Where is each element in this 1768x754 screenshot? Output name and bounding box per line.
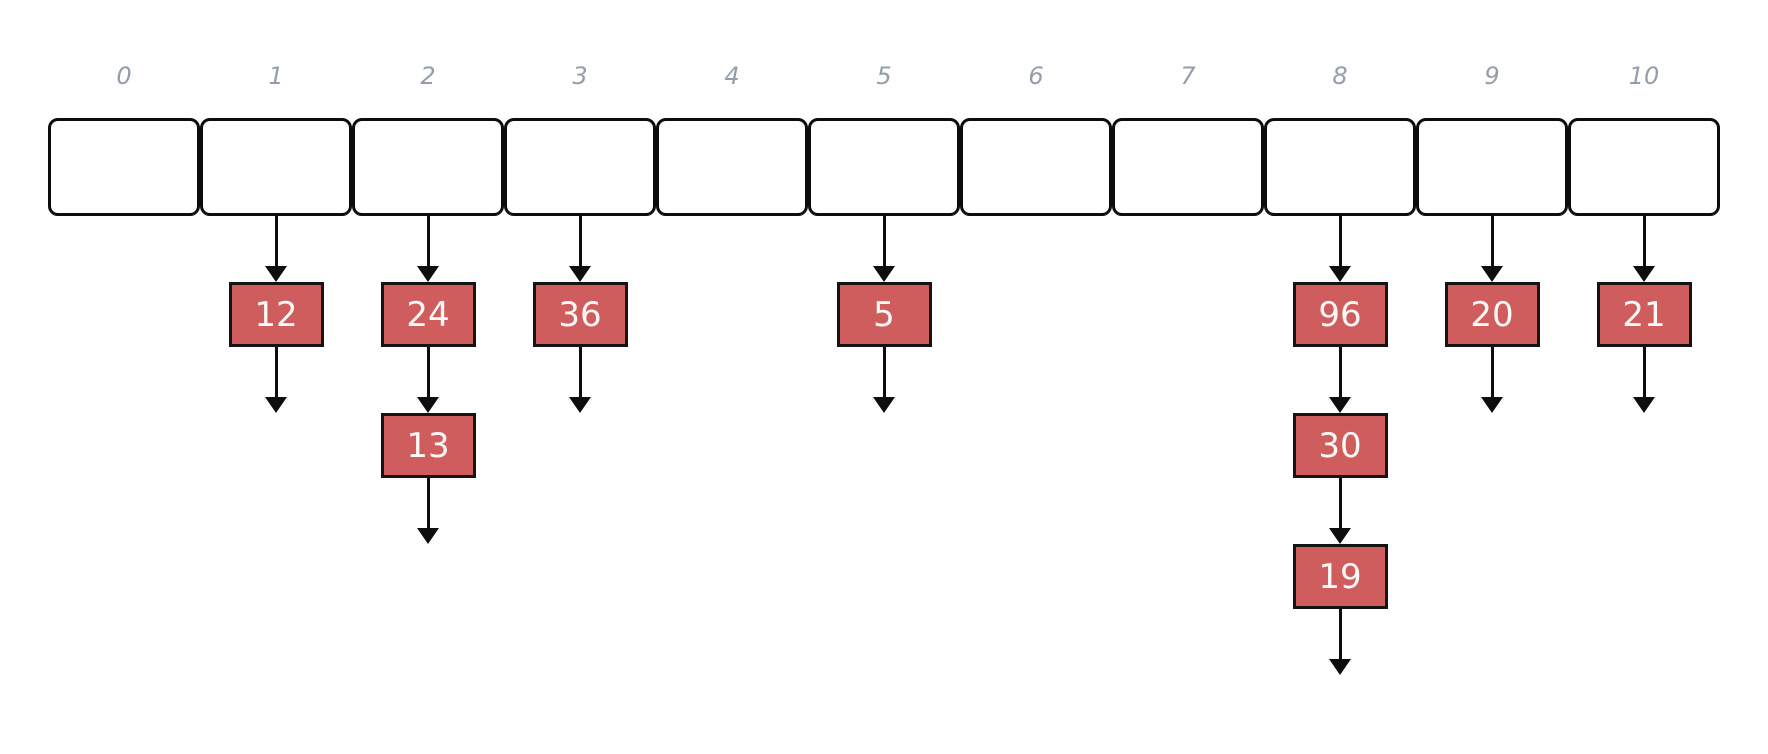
arrow-head [569,397,591,413]
arrow-shaft [1338,478,1342,528]
arrow-shaft [882,347,886,397]
arrow-head [1329,659,1351,675]
arrow-head [873,397,895,413]
bucket-chain-10: 21 [1568,216,1720,413]
arrow-head [417,397,439,413]
arrow-head [265,397,287,413]
bucket-index-label-3: 3 [572,62,588,90]
chain-node: 36 [532,282,628,347]
arrow-down-icon [1481,347,1503,413]
arrow-shaft [274,216,278,266]
bucket-slot-4 [656,118,808,216]
arrow-down-icon [1329,347,1351,413]
bucket-slot-5 [808,118,960,216]
arrow-head [873,266,895,282]
arrow-shaft [1338,609,1342,659]
bucket-array-row [0,118,1768,216]
arrow-shaft [1642,347,1646,397]
arrow-down-icon [1633,347,1655,413]
bucket-index-label-8: 8 [1332,62,1348,90]
arrow-shaft [1338,216,1342,266]
arrow-down-icon [873,347,895,413]
arrow-shaft [882,216,886,266]
bucket-index-label-4: 4 [724,62,740,90]
chain-node: 21 [1596,282,1692,347]
arrow-head [417,266,439,282]
bucket-chain-3: 36 [504,216,656,413]
chains-row: 12 24 13 36 5 96 30 19 20 21 [0,216,1768,675]
bucket-index-label-7: 7 [1180,62,1196,90]
arrow-down-icon [417,216,439,282]
bucket-chain-2: 24 13 [352,216,504,544]
bucket-slot-6 [960,118,1112,216]
bucket-index-label-0: 0 [116,62,132,90]
arrow-head [417,528,439,544]
arrow-shaft [1490,347,1494,397]
arrow-head [1633,266,1655,282]
arrow-shaft [1490,216,1494,266]
chain-node: 13 [380,413,476,478]
arrow-shaft [426,347,430,397]
arrow-shaft [426,478,430,528]
bucket-index-label-1: 1 [268,62,284,90]
arrow-head [1329,397,1351,413]
bucket-slot-7 [1112,118,1264,216]
chain-node: 19 [1292,544,1388,609]
arrow-down-icon [1481,216,1503,282]
arrow-shaft [1642,216,1646,266]
bucket-slot-0 [48,118,200,216]
arrow-shaft [578,216,582,266]
bucket-slot-8 [1264,118,1416,216]
arrow-shaft [426,216,430,266]
bucket-chain-8: 96 30 19 [1264,216,1416,675]
arrow-down-icon [1329,609,1351,675]
arrow-head [1481,266,1503,282]
arrow-head [1329,528,1351,544]
bucket-slot-3 [504,118,656,216]
arrow-down-icon [265,216,287,282]
chain-node: 5 [836,282,932,347]
bucket-slot-1 [200,118,352,216]
chain-node: 12 [228,282,324,347]
arrow-down-icon [265,347,287,413]
chain-node: 20 [1444,282,1540,347]
bucket-slot-9 [1416,118,1568,216]
bucket-index-label-10: 10 [1628,62,1660,90]
bucket-chain-5: 5 [808,216,960,413]
bucket-index-label-2: 2 [420,62,436,90]
arrow-down-icon [873,216,895,282]
bucket-index-label-5: 5 [876,62,892,90]
arrow-down-icon [1633,216,1655,282]
chain-node: 96 [1292,282,1388,347]
bucket-index-labels-row: 0 1 2 3 4 5 6 7 8 9 10 [0,0,1768,92]
bucket-chain-1: 12 [200,216,352,413]
arrow-head [1481,397,1503,413]
arrow-head [265,266,287,282]
bucket-index-label-9: 9 [1484,62,1500,90]
arrow-shaft [274,347,278,397]
arrow-down-icon [417,347,439,413]
arrow-down-icon [417,478,439,544]
chain-node: 30 [1292,413,1388,478]
arrow-head [1329,266,1351,282]
arrow-down-icon [569,216,591,282]
bucket-slot-10 [1568,118,1720,216]
chain-node: 24 [380,282,476,347]
arrow-head [1633,397,1655,413]
bucket-chain-9: 20 [1416,216,1568,413]
bucket-slot-2 [352,118,504,216]
arrow-down-icon [569,347,591,413]
arrow-down-icon [1329,478,1351,544]
bucket-index-label-6: 6 [1028,62,1044,90]
arrow-shaft [1338,347,1342,397]
arrow-shaft [578,347,582,397]
arrow-head [569,266,591,282]
arrow-down-icon [1329,216,1351,282]
